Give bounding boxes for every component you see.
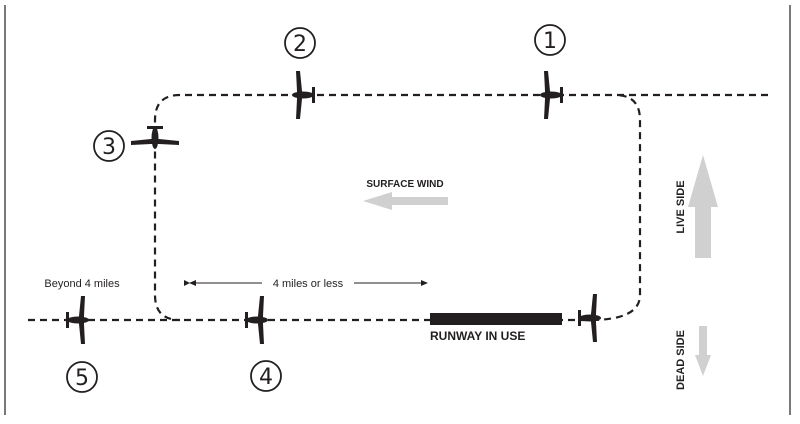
aircraft-icon-position-2 — [292, 71, 315, 119]
runway-label: RUNWAY IN USE — [430, 329, 525, 343]
position-marker-2: 2 — [284, 27, 316, 59]
position-marker-4: 4 — [250, 360, 282, 392]
svg-text:5: 5 — [75, 366, 89, 391]
aircraft-icon-position-4 — [245, 296, 268, 344]
aircraft-icon-position-1 — [540, 71, 563, 119]
aircraft-icon-position-5 — [66, 296, 89, 344]
aircraft-icon-position-3 — [131, 126, 179, 149]
svg-text:4: 4 — [259, 365, 273, 390]
surface-wind-label: SURFACE WIND — [366, 179, 443, 190]
aircraft-icon-final — [578, 294, 601, 342]
svg-text:1: 1 — [543, 29, 557, 54]
dead-side-arrow — [695, 326, 711, 376]
position-marker-1: 1 — [534, 24, 566, 56]
circuit-pattern-path — [28, 93, 768, 322]
runway — [430, 313, 562, 325]
live-side-arrow — [688, 155, 718, 258]
live-side-label: LIVE SIDE — [675, 180, 687, 233]
wind-arrow — [363, 192, 448, 210]
dead-side-label: DEAD SIDE — [675, 330, 687, 390]
four-miles-label: 4 miles or less — [273, 278, 344, 290]
svg-text:3: 3 — [102, 135, 116, 160]
position-marker-3: 3 — [93, 130, 125, 162]
svg-text:2: 2 — [293, 32, 307, 57]
beyond-four-miles-label: Beyond 4 miles — [44, 278, 120, 290]
position-marker-5: 5 — [66, 361, 98, 393]
